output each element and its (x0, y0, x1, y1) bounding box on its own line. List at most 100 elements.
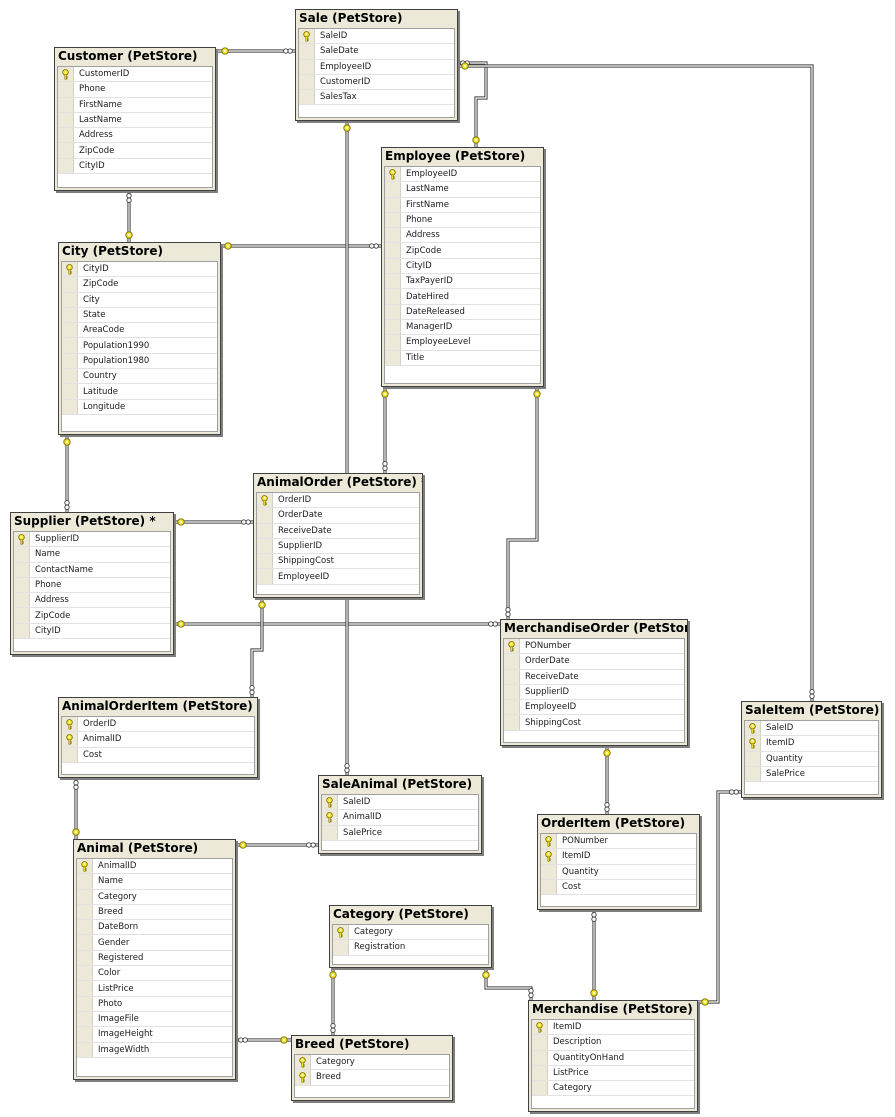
field-row[interactable]: ContactName (14, 562, 170, 578)
field-row[interactable]: ImageWidth (77, 1042, 232, 1058)
field-row[interactable]: CityID (58, 158, 212, 175)
field-row[interactable]: ManagerID (385, 319, 540, 336)
field-row[interactable]: SupplierID (504, 684, 684, 701)
field-row[interactable]: ReceiveDate (257, 523, 419, 539)
field-row[interactable]: AnimalID (62, 732, 254, 748)
field-row[interactable]: State (62, 307, 217, 324)
field-row[interactable]: Title (385, 350, 540, 366)
field-row[interactable]: DateReleased (385, 304, 540, 320)
field-row[interactable]: EmployeeID (504, 700, 684, 716)
field-row[interactable]: TaxPayerID (385, 274, 540, 290)
field-row[interactable]: ListPrice (77, 981, 232, 997)
field-row[interactable]: Breed (77, 904, 232, 921)
field-row[interactable]: Quantity (745, 751, 878, 767)
field-row[interactable]: OrderID (257, 493, 419, 509)
field-row[interactable]: CityID (385, 258, 540, 275)
field-row[interactable]: OrderDate (504, 654, 684, 670)
field-row[interactable]: FirstName (58, 97, 212, 113)
field-row[interactable]: Cost (541, 879, 696, 896)
field-row[interactable]: CityID (62, 262, 217, 278)
field-row[interactable]: Category (295, 1055, 449, 1071)
field-row[interactable]: ZipCode (385, 243, 540, 259)
field-row[interactable]: EmployeeLevel (385, 335, 540, 351)
field-row[interactable]: Quantity (541, 864, 696, 880)
field-row[interactable]: ReceiveDate (504, 669, 684, 685)
field-row[interactable]: Cost (62, 747, 254, 763)
field-row[interactable]: Population1990 (62, 338, 217, 354)
field-row[interactable]: Address (58, 128, 212, 144)
field-row[interactable]: Longitude (62, 399, 217, 415)
field-row[interactable]: Category (77, 889, 232, 905)
field-row[interactable]: DateHired (385, 289, 540, 305)
field-row[interactable]: CityID (14, 623, 170, 640)
field-row[interactable]: ListPrice (532, 1065, 694, 1082)
field-row[interactable]: Description (532, 1035, 694, 1051)
field-row[interactable]: Color (77, 966, 232, 982)
field-row[interactable]: EmployeeID (299, 59, 454, 75)
field-row[interactable]: Population1980 (62, 353, 217, 370)
field-row[interactable]: OrderID (62, 717, 254, 733)
field-row[interactable]: Gender (77, 935, 232, 951)
field-row[interactable]: Registered (77, 950, 232, 967)
field-row[interactable]: ItemID (745, 736, 878, 752)
field-row[interactable]: EmployeeID (257, 569, 419, 585)
field-row[interactable]: ItemID (532, 1020, 694, 1036)
field-row[interactable]: Registration (333, 940, 488, 956)
field-row[interactable]: Latitude (62, 384, 217, 400)
field-row[interactable]: Phone (58, 82, 212, 98)
field-row[interactable]: Country (62, 369, 217, 385)
field-row[interactable]: LastName (385, 182, 540, 198)
field-row[interactable]: LastName (58, 112, 212, 129)
field-row[interactable]: Category (333, 925, 488, 941)
field-row[interactable]: ZipCode (62, 277, 217, 293)
field-row[interactable]: Phone (385, 212, 540, 229)
field-row[interactable]: CustomerID (58, 67, 212, 83)
field-row[interactable]: Address (385, 228, 540, 244)
field-row[interactable]: ImageFile (77, 1011, 232, 1028)
field-row[interactable]: SaleID (322, 795, 478, 811)
field-row[interactable]: ShippingCost (504, 715, 684, 731)
field-row[interactable]: AreaCode (62, 323, 217, 339)
field-row[interactable]: AnimalID (77, 859, 232, 875)
field-row[interactable]: SaleID (745, 721, 878, 737)
field-row[interactable]: EmployeeID (385, 167, 540, 183)
field-row[interactable]: SalePrice (745, 766, 878, 783)
field-row[interactable]: ShippingCost (257, 554, 419, 570)
field-row[interactable]: Category (532, 1081, 694, 1097)
field-row[interactable]: Breed (295, 1070, 449, 1086)
field-row[interactable]: ItemID (541, 849, 696, 865)
field-row[interactable]: PONumber (504, 639, 684, 655)
field-row[interactable]: DateBorn (77, 920, 232, 936)
field-row[interactable]: ImageHeight (77, 1027, 232, 1043)
field-row[interactable]: SupplierID (257, 538, 419, 555)
field-row[interactable]: PONumber (541, 834, 696, 850)
field-row[interactable]: ZipCode (14, 608, 170, 624)
field-row[interactable]: SalesTax (299, 90, 454, 106)
field-row[interactable]: SupplierID (14, 532, 170, 548)
field-row[interactable]: Name (14, 547, 170, 563)
field-row[interactable]: QuantityOnHand (532, 1050, 694, 1066)
field-row[interactable]: CustomerID (299, 74, 454, 91)
field-row[interactable]: City (62, 292, 217, 308)
field-row[interactable]: Address (14, 593, 170, 609)
field-row[interactable]: SaleDate (299, 44, 454, 60)
field-row[interactable]: Photo (77, 996, 232, 1012)
field-row[interactable]: FirstName (385, 197, 540, 213)
field-row[interactable]: Phone (14, 577, 170, 594)
field-row[interactable]: SalePrice (322, 825, 478, 841)
field-row[interactable]: AnimalID (322, 810, 478, 826)
